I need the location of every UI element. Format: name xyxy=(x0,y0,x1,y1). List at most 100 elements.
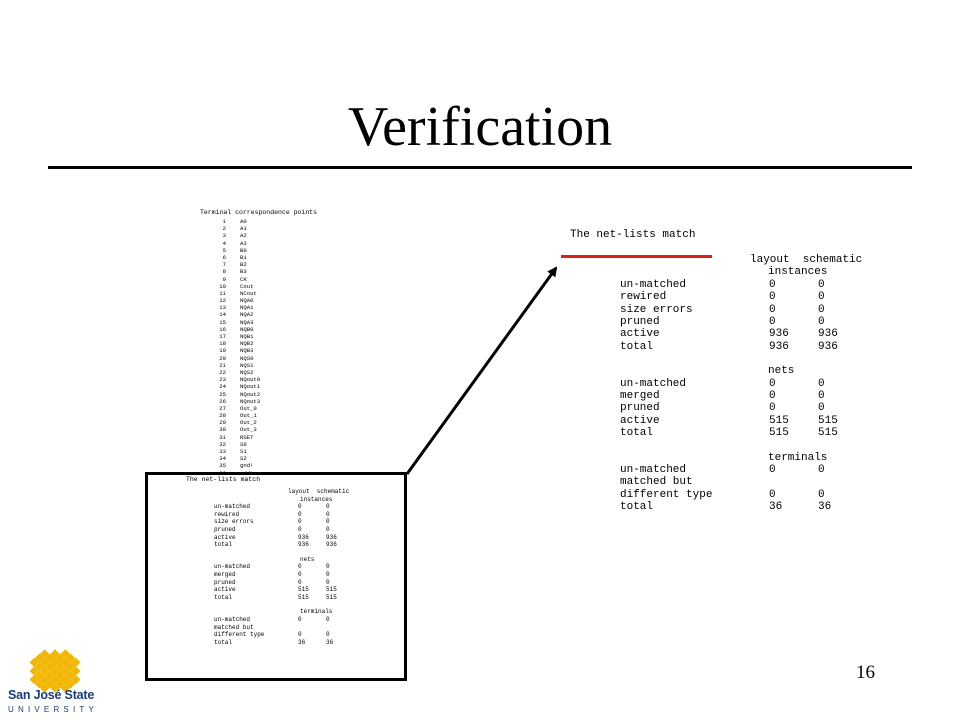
report-schematic-value: 0 xyxy=(818,402,825,415)
nets-heading: nets xyxy=(300,555,315,563)
report-layout-value: 0 xyxy=(298,518,302,526)
report-row-label: pruned xyxy=(214,526,236,533)
terminal-number: 21 xyxy=(219,361,226,369)
page-number: 16 xyxy=(856,662,875,683)
terminal-name: Out_0 xyxy=(240,404,257,412)
logo-diamond xyxy=(65,679,76,689)
report-row-label: matched but xyxy=(620,476,693,489)
terminal-number: 1 xyxy=(222,218,226,225)
report-layout-value: 0 xyxy=(298,563,302,571)
terminal-number: 14 xyxy=(219,311,226,319)
logo-university-name: San José State xyxy=(8,688,95,702)
terminal-number: 15 xyxy=(219,318,226,326)
report-schematic-value: 0 xyxy=(818,303,825,316)
report-schematic-value: 0 xyxy=(818,464,825,476)
report-schematic-value: 936 xyxy=(818,328,838,341)
terminal-name: A2 xyxy=(240,232,247,240)
terminal-name: B1 xyxy=(240,253,247,261)
report-schematic-value: 0 xyxy=(326,526,330,533)
report-row-label: total xyxy=(620,501,654,514)
terminal-number: 24 xyxy=(219,383,226,391)
terminal-name: NQB3 xyxy=(240,347,254,355)
terminal-number: 32 xyxy=(219,440,226,448)
logo-diamond xyxy=(50,649,60,659)
report-schematic-value: 0 xyxy=(326,571,330,578)
terminal-number: 16 xyxy=(219,325,226,333)
terminal-number: 36 xyxy=(219,469,226,474)
instances-heading: instances xyxy=(768,266,828,279)
report-row-label: merged xyxy=(620,390,660,402)
logo-diamond xyxy=(55,653,65,663)
terminal-name: Out_2 xyxy=(240,419,257,427)
report-schematic-value: 36 xyxy=(818,501,832,514)
terminal-number: 10 xyxy=(219,282,226,290)
logo-diamond xyxy=(65,653,76,663)
terminal-number: 35 xyxy=(219,462,226,470)
logo-university-word: UNIVERSITY xyxy=(8,705,99,714)
report-row-label: total xyxy=(620,427,654,440)
logo-diamond xyxy=(39,666,50,676)
report-layout-value: 936 xyxy=(298,541,309,549)
logo-diamond xyxy=(55,679,65,689)
report-row-label: total xyxy=(214,638,233,644)
report-schematic-value: 0 xyxy=(326,510,330,518)
terminal-name: Cout xyxy=(240,282,254,290)
report-schematic-value: 515 xyxy=(326,593,337,601)
terminal-number: 7 xyxy=(222,261,226,269)
logo-diamond xyxy=(45,653,55,663)
report-schematic-value: 0 xyxy=(326,578,330,586)
logo-diamond xyxy=(29,666,39,676)
report-row-label: pruned xyxy=(620,402,660,415)
report-layout-value: 0 xyxy=(769,303,776,316)
terminal-number: 5 xyxy=(222,246,226,254)
terminal-name: NQout0 xyxy=(240,376,261,384)
report-row-label: un-matched xyxy=(620,464,687,476)
report-layout-value: 0 xyxy=(298,631,302,639)
terminal-number: 31 xyxy=(219,433,226,441)
terminal-name: NQout2 xyxy=(240,390,261,398)
report-row-label: rewired xyxy=(620,291,667,304)
terminal-number: 28 xyxy=(219,412,226,420)
report-row-label: un-matched xyxy=(620,278,687,291)
report-schematic-value: 0 xyxy=(326,631,330,639)
university-logo-icon xyxy=(29,649,81,693)
report-layout-value: 515 xyxy=(298,593,309,601)
report-row-label: un-matched xyxy=(214,616,251,623)
report-row-label: size errors xyxy=(620,303,693,316)
report-schematic-value: 0 xyxy=(326,518,330,526)
terminal-number: 34 xyxy=(219,455,226,463)
slide-title: Verification xyxy=(347,96,613,158)
report-row-label: total xyxy=(214,541,233,549)
terminal-number: 2 xyxy=(222,225,226,233)
terminal-number: 20 xyxy=(219,354,226,362)
report-row-label: active xyxy=(214,586,236,594)
terminal-name: NQS1 xyxy=(240,361,254,369)
report-column-header: layout schematic xyxy=(750,254,863,266)
terminal-name: NQA0 xyxy=(240,297,254,305)
report-row-label: pruned xyxy=(620,316,660,328)
terminal-number: 23 xyxy=(219,376,226,384)
terminal-name: NQout3 xyxy=(240,397,261,405)
report-row-label: size errors xyxy=(214,518,254,526)
report-schematic-value: 0 xyxy=(326,563,330,571)
terminal-number: 26 xyxy=(219,397,226,405)
logo-diamond xyxy=(50,683,60,693)
report-layout-value: 36 xyxy=(298,638,306,644)
terminal-number: 25 xyxy=(219,390,226,398)
report-row-label: pruned xyxy=(214,578,236,586)
report-column-header: layout schematic xyxy=(288,488,350,495)
terminal-name: Out_1 xyxy=(240,412,257,420)
report-schematic-value: 0 xyxy=(818,291,825,304)
report-schematic-value: 0 xyxy=(818,390,825,402)
terminal-name: B3 xyxy=(240,268,247,276)
terminal-name: B0 xyxy=(240,246,247,254)
report-layout-value: 0 xyxy=(298,503,302,511)
terminal-number: 6 xyxy=(222,253,226,261)
report-layout-value: 515 xyxy=(298,586,309,594)
terminal-name: CK xyxy=(240,275,247,283)
terminal-number: 22 xyxy=(219,368,226,376)
terminal-name: NQA1 xyxy=(240,304,254,312)
terminal-number: 19 xyxy=(219,347,226,355)
